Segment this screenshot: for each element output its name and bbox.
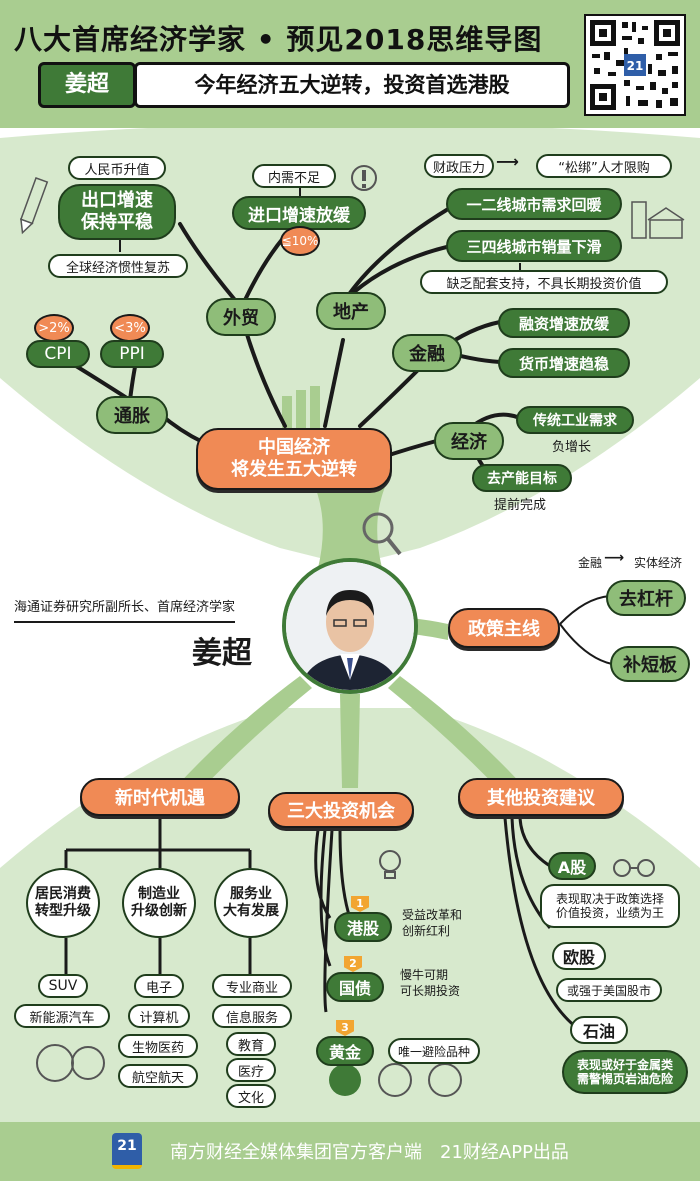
services-item-business: 专业商业 (212, 974, 292, 998)
services-line1: 服务业 (230, 886, 272, 903)
tier12-node: 一二线城市需求回暖 (446, 188, 622, 220)
manufacturing-line1: 制造业 (138, 886, 180, 903)
ppi-node: PPI (100, 340, 164, 368)
other-oil-note: 表现或好于金属类 需警惕页岩油危险 (562, 1050, 688, 1094)
import-badge: ≦10% (280, 226, 320, 256)
policy-node: 政策主线 (448, 608, 560, 648)
three-node: 三大投资机会 (268, 792, 414, 828)
property-node: 地产 (316, 292, 386, 330)
export-line1: 出口增速 (81, 190, 153, 212)
cpi-badge: >2% (34, 314, 74, 342)
consumer-line1: 居民消费 (35, 886, 91, 903)
center-node: 中国经济 将发生五大逆转 (196, 428, 392, 490)
finance-node: 金融 (392, 334, 462, 372)
footer-text: 南方财经全媒体集团官方客户端 21财经APP出品 (170, 1142, 569, 1163)
opportunity-bonds-note1: 慢牛可期 (400, 968, 449, 982)
other-oil-note1: 表现或好于金属类 (576, 1057, 673, 1072)
economy-item1-note: 负增长 (552, 440, 592, 455)
other-europe-note: 或强于美国股市 (556, 978, 662, 1002)
center-line2: 将发生五大逆转 (231, 459, 357, 480)
opportunity-bonds-note2: 可长期投资 (400, 984, 461, 998)
policy-item2: 补短板 (610, 646, 690, 682)
other-ashare-note1: 表现取决于政策选择 (555, 891, 664, 906)
opportunity-hk-note2: 创新红利 (402, 924, 451, 938)
services-item-info: 信息服务 (212, 1004, 292, 1028)
manufacturing-item-electronics: 电子 (134, 974, 184, 998)
property-note-left: 财政压力 (424, 154, 494, 178)
policy-item1: 去杠杆 (606, 580, 686, 616)
other-node: 其他投资建议 (458, 778, 624, 816)
economy-item1: 传统工业需求 (516, 406, 634, 434)
arrow-right-icon: ⟶ (496, 152, 519, 171)
export-note-bottom: 全球经济惯性复苏 (48, 254, 188, 278)
manufacturing-item-biomed: 生物医药 (118, 1034, 198, 1058)
tier34-node: 三四线城市销量下滑 (446, 230, 622, 262)
policy-note-right: 实体经济 (634, 556, 683, 570)
consumer-line2: 转型升级 (35, 903, 91, 919)
21-logo-icon: 21 (112, 1133, 142, 1169)
qr-code-icon: 21 (584, 14, 686, 116)
economy-node: 经济 (434, 422, 504, 460)
consumer-item-suv: SUV (38, 974, 88, 998)
import-node: 进口增速放缓 (232, 196, 366, 230)
other-oil: 石油 (570, 1016, 628, 1044)
manufacturing-node: 制造业 升级创新 (122, 868, 196, 938)
ppi-badge: <3% (110, 314, 150, 342)
policy-note-left: 金融 (578, 556, 603, 570)
page-subtitle: 今年经济五大逆转，投资首选港股 (134, 62, 570, 108)
pencil-icon (19, 177, 49, 235)
rank-badge-2: 2 (344, 956, 362, 972)
economist-name-tag: 姜超 (38, 62, 136, 108)
arrow-right-icon: ⟶ (604, 550, 625, 566)
export-line2: 保持平稳 (81, 212, 153, 233)
services-node: 服务业 大有发展 (214, 868, 288, 938)
era-node: 新时代机遇 (80, 778, 240, 816)
manufacturing-item-computer: 计算机 (128, 1004, 190, 1028)
rank-badge-1: 1 (351, 896, 369, 912)
opportunity-gold-note: 唯一避险品种 (388, 1038, 480, 1064)
import-note: 内需不足 (252, 164, 336, 188)
inflation-node: 通胀 (96, 396, 168, 434)
economist-title: 海通证券研究所副所长、首席经济学家 (14, 596, 236, 623)
manufacturing-line2: 升级创新 (131, 903, 187, 919)
center-line1: 中国经济 (258, 437, 330, 459)
property-note-right: “松绑”人才限购 (536, 154, 672, 178)
opportunity-bonds: 国债 (326, 972, 384, 1002)
page-title: 八大首席经济学家 • 预见2018思维导图 (14, 23, 543, 56)
cpi-node: CPI (26, 340, 90, 368)
opportunity-hk-note1: 受益改革和 (402, 908, 463, 922)
trade-node: 外贸 (206, 298, 276, 336)
opportunity-gold: 黄金 (316, 1036, 374, 1066)
other-ashare: A股 (548, 852, 596, 880)
export-node: 出口增速 保持平稳 (58, 184, 176, 240)
economist-name: 姜超 (192, 636, 252, 671)
finance-item2: 货币增速趋稳 (498, 348, 630, 378)
other-ashare-note2: 价值投资，业绩为王 (555, 906, 664, 920)
services-line2: 大有发展 (223, 903, 279, 919)
services-item-education: 教育 (226, 1032, 276, 1056)
manufacturing-item-aerospace: 航空航天 (118, 1064, 198, 1088)
economy-item2-note: 提前完成 (494, 498, 547, 513)
services-item-culture: 文化 (226, 1084, 276, 1108)
services-item-medical: 医疗 (226, 1058, 276, 1082)
svg-text:21: 21 (627, 59, 644, 73)
rank-badge-3: 3 (336, 1020, 354, 1036)
opportunity-hk-stocks: 港股 (334, 912, 392, 942)
other-oil-note2: 需警惕页岩油危险 (576, 1072, 673, 1086)
other-europe: 欧股 (552, 942, 606, 970)
other-ashare-note: 表现取决于政策选择 价值投资，业绩为王 (540, 884, 680, 928)
tier34-note: 缺乏配套支持，不具长期投资价值 (420, 270, 668, 294)
export-note-top: 人民币升值 (68, 156, 166, 180)
consumer-node: 居民消费 转型升级 (26, 868, 100, 938)
consumer-item-ev: 新能源汽车 (14, 1004, 110, 1028)
finance-item1: 融资增速放缓 (498, 308, 630, 338)
avatar (282, 558, 418, 694)
economy-item2: 去产能目标 (472, 464, 572, 492)
